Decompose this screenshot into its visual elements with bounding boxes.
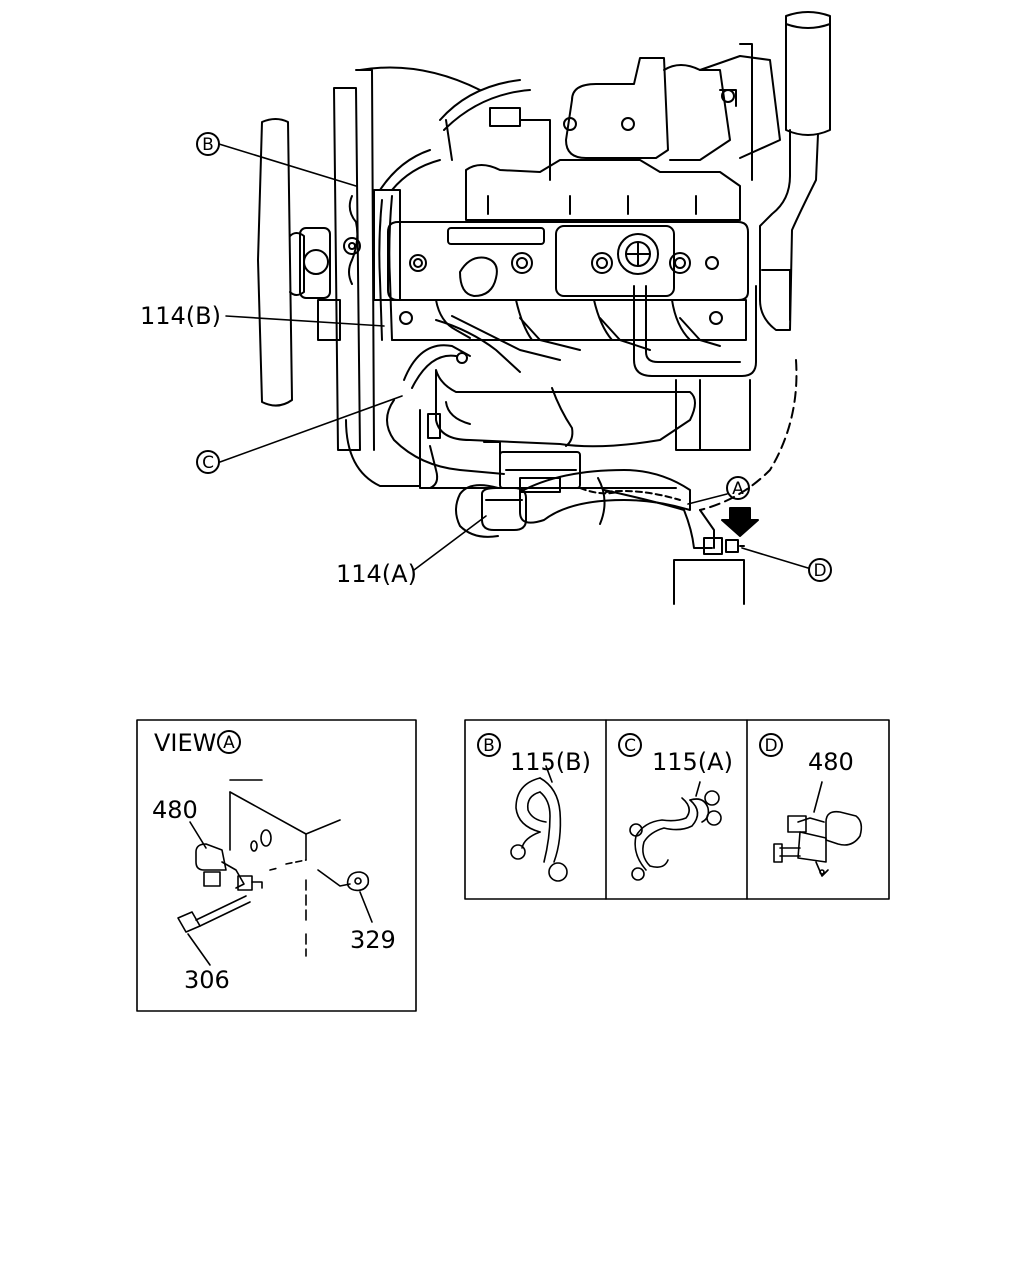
detail-b-letter: B: [483, 736, 495, 756]
detail-d-part: 480: [808, 748, 854, 776]
callout-a-letter: A: [732, 479, 744, 499]
view-a-title-letter: A: [223, 733, 235, 753]
detail-panels: [464, 719, 890, 900]
callout-b-letter: B: [202, 135, 214, 155]
detail-c-part: 115(A): [652, 748, 733, 776]
view-a-part-480: 480: [152, 796, 198, 824]
connector-block: [499, 451, 581, 489]
part-label-114a: 114(A): [336, 560, 417, 588]
detail-c-circle: [618, 733, 642, 757]
view-a-title-circle: [217, 730, 241, 754]
view-a-part-306: 306: [184, 966, 230, 994]
callout-a-circle: [726, 476, 750, 500]
callout-leaders: [218, 143, 809, 571]
exhaust-manifold: [435, 369, 696, 448]
detail-d-letter: D: [764, 736, 777, 756]
detail-c-letter: C: [624, 736, 636, 756]
detail-b-part: 115(B): [510, 748, 591, 776]
solenoid-480-drawing: [773, 781, 863, 877]
callout-d-circle: [808, 558, 832, 582]
part-label-114b: 114(B): [140, 302, 221, 330]
view-a-drawing: [177, 779, 373, 966]
clip-115b-drawing: [510, 765, 568, 882]
valve-cover: [387, 221, 749, 301]
fan-blade: [257, 118, 293, 407]
hose-114a: [455, 484, 499, 538]
view-a-arrow: [721, 507, 759, 537]
callout-c-circle: [196, 450, 220, 474]
clip-115a-drawing: [629, 781, 722, 881]
detail-d-circle: [759, 733, 783, 757]
solenoid-valve: [703, 537, 723, 555]
callout-c-letter: C: [202, 453, 214, 473]
view-a-part-329: 329: [350, 926, 396, 954]
hose-114b: [378, 199, 383, 341]
detail-b-circle: [477, 733, 501, 757]
view-a-panel: [136, 719, 417, 1012]
turbocharger: [565, 57, 669, 159]
air-pipe: [785, 11, 831, 136]
callout-b-circle: [196, 132, 220, 156]
callout-d-letter: D: [813, 561, 826, 581]
vacuum-actuator: [481, 487, 527, 531]
view-a-title: VIEW: [154, 729, 216, 757]
oil-filler-cap: [459, 256, 498, 297]
engine-illustration: [257, 11, 831, 605]
